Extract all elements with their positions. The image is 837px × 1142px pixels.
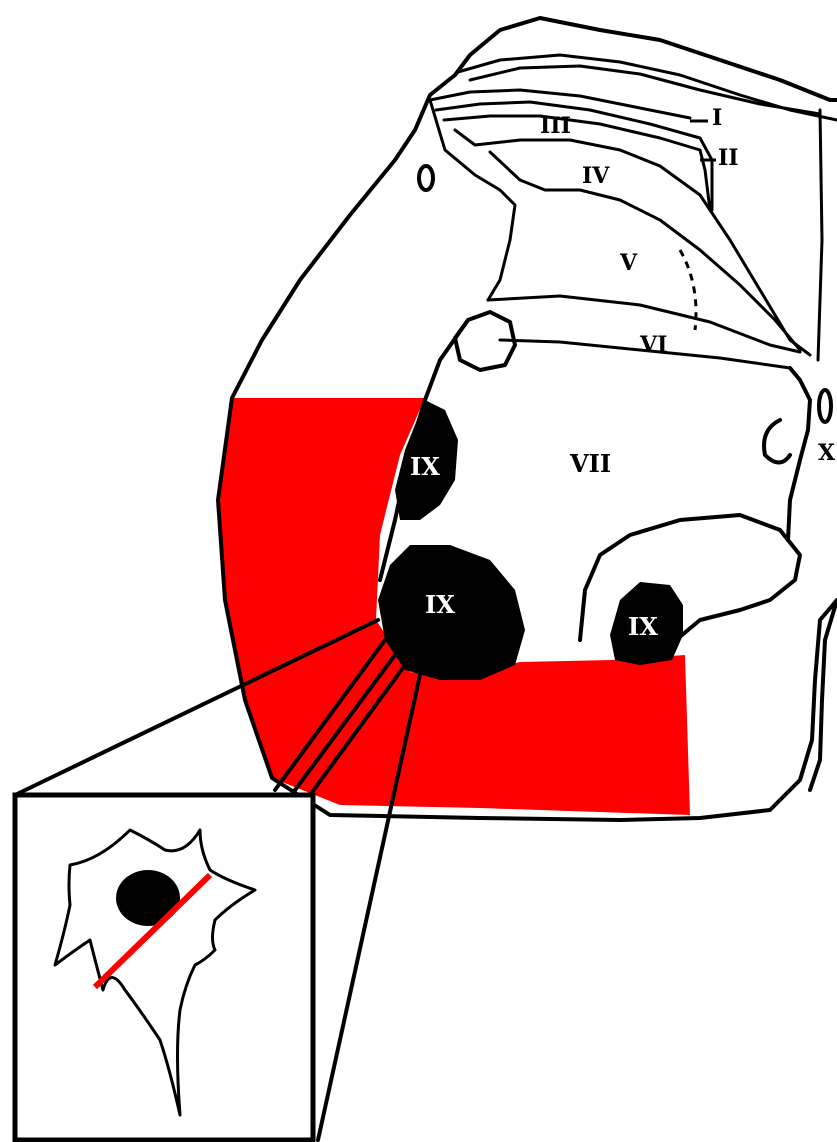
label-lamina-IV: IV [582,163,610,189]
label-lamina-III: III [540,113,571,139]
inset-box [15,795,313,1140]
lamina-IV-V-border [490,152,800,350]
label-lamina-X: X [818,440,836,466]
label-nucleus-IX-medial: IX [628,612,658,641]
small-oval-dorsal [419,166,433,190]
label-lamina-V: V [619,250,638,276]
small-bump-right [764,420,790,463]
label-lamina-II: II [718,145,739,171]
label-nucleus-IX-large: IX [425,590,455,619]
label-lamina-I: I [712,105,722,131]
label-lamina-VI: VI [639,332,667,358]
dorsal-column-border [818,110,822,360]
dorsal-horn-lateral-border [430,100,515,300]
label-nucleus-IX-upper: IX [410,452,440,481]
central-canal [819,390,831,422]
label-lamina-VII: VII [569,449,611,478]
